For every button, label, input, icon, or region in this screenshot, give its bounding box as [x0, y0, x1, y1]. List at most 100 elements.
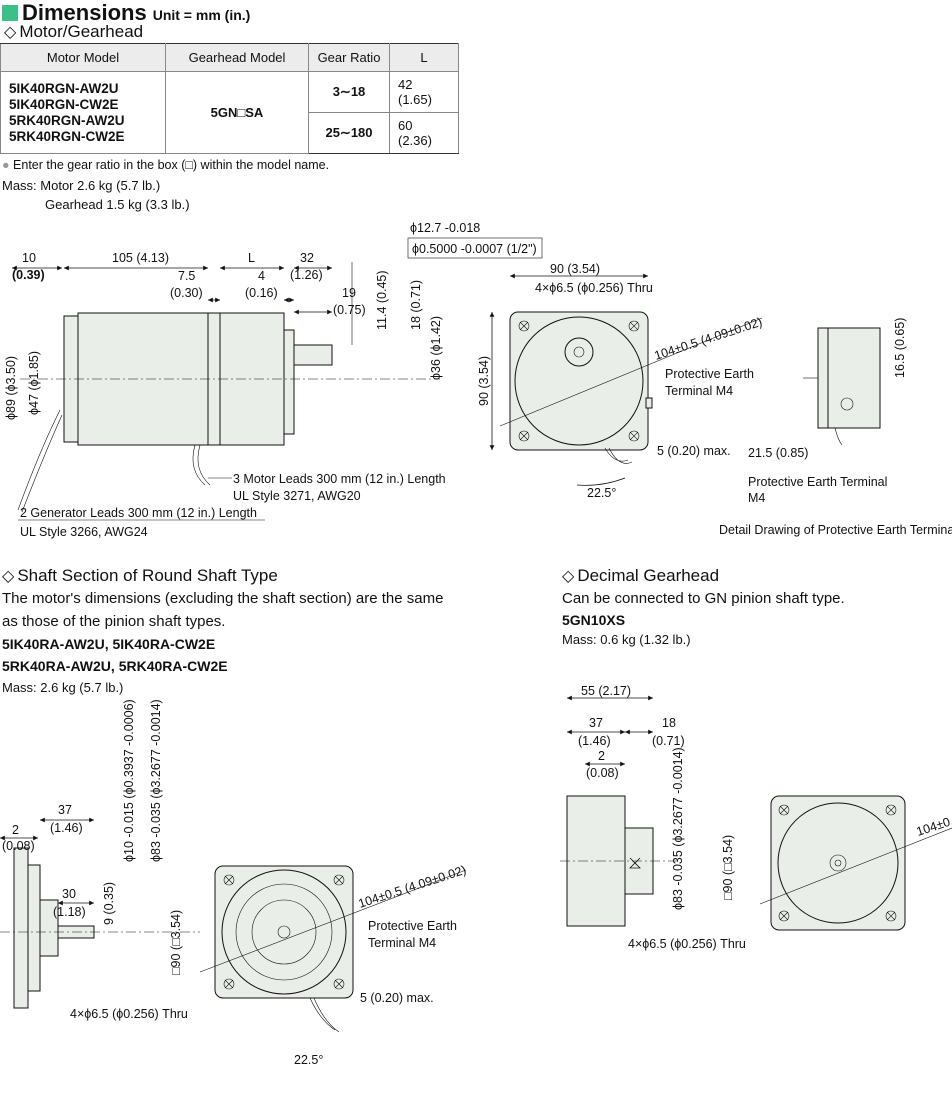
dim-7-5-in: (0.30) — [170, 286, 203, 300]
dim-l: L — [248, 251, 255, 265]
round-shaft-body — [13, 847, 29, 1009]
dg-dim-sq90: □90 (□3.54) — [721, 835, 735, 900]
dim-19-in: (0.75) — [333, 303, 366, 317]
diamond-icon: ◇ — [2, 568, 15, 585]
rs-dim-5: 5 (0.20) max. — [360, 991, 434, 1005]
shaft-boss — [283, 329, 295, 435]
front-angle: 22.5° — [587, 486, 616, 500]
pe-terminal-icon — [645, 397, 653, 409]
dg-holes-label: 4×ϕ6.5 (ϕ0.256) Thru — [628, 937, 746, 951]
table-row: 5IK40RGN-AW2U 5IK40RGN-CW2E 5RK40RGN-AW2… — [0, 71, 459, 154]
inch-bracket — [407, 237, 543, 259]
table-header-row: Motor Model Gearhead Model Gear Ratio L — [0, 43, 459, 72]
rs-angle: 22.5° — [294, 1053, 323, 1067]
rs-dim-sq90: □90 (□3.54) — [169, 910, 183, 975]
front-pe-label: Protective Earth — [665, 367, 754, 381]
gen-leads-style: UL Style 3266, AWG24 — [20, 525, 148, 539]
front-circle — [514, 316, 644, 446]
pe-detail-caption: Detail Drawing of Protective Earth Termi… — [719, 523, 952, 537]
motor-leads-style: UL Style 3271, AWG20 — [233, 489, 361, 503]
dim-105: 105 (4.13) — [112, 251, 169, 265]
decimal-gearhead-mass: Mass: 0.6 kg (1.32 lb.) — [562, 632, 691, 647]
rs-dim-2: 2 — [12, 823, 19, 837]
motor-leads-label: 3 Motor Leads 300 mm (12 in.) Length — [233, 472, 446, 486]
rs-front-dim-104: 104±0.5 (4.09±0.02) — [357, 863, 468, 911]
angle-arc — [576, 477, 626, 486]
pe-detail-label: Protective Earth Terminal — [748, 475, 887, 489]
dim-phi36: ϕ36 (ϕ1.42) — [429, 316, 443, 380]
dg-dim-2: 2 — [598, 749, 605, 763]
gear-ratio-cell: 25∼180 — [308, 112, 390, 154]
front-dim-104: 104±0.5 (4.09±0.02) — [653, 315, 764, 363]
rs-dim-37: 37 — [58, 803, 72, 817]
dg-dim-55: 55 (2.17) — [581, 684, 631, 698]
rs-dim-37-in: (1.46) — [50, 821, 83, 835]
spec-table: Motor Model Gearhead Model Gear Ratio L … — [0, 43, 459, 154]
gearhead-model-cell: 5GN□SA — [165, 71, 309, 154]
rs-dim-9: 9 (0.35) — [102, 882, 116, 925]
dg-dim-37-in: (1.46) — [578, 734, 611, 748]
pe-detail-view: 16.5 (0.65) 21.5 (0.85) Protective Earth… — [719, 318, 952, 537]
generator-leads-icon — [17, 409, 63, 513]
rs-shaft-icon — [277, 925, 291, 939]
dim-11-4: 11.4 (0.45) — [375, 270, 389, 330]
gear-ratio-note: ● Enter the gear ratio in the box (□) wi… — [2, 158, 330, 172]
dim-4-in: (0.16) — [245, 286, 278, 300]
title-text: Dimensions — [22, 0, 147, 25]
dim-19: 19 — [342, 286, 356, 300]
mass-gearhead: Gearhead 1.5 kg (3.3 lb.) — [45, 197, 190, 212]
round-shaft-desc-2: as those of the pinion shaft types. — [2, 613, 226, 630]
th-gear-ratio: Gear Ratio — [308, 43, 390, 72]
table-row: 25∼180 60 (2.36) — [1, 112, 459, 154]
pe-dim-21-5: 21.5 (0.85) — [748, 446, 808, 460]
dim-phi12-7: ϕ12.7 -0.018 — [410, 221, 480, 235]
title-marker — [2, 5, 18, 21]
dg-dim-104: 104±0.5 (4.09±0.02) — [915, 791, 952, 839]
th-l: L — [389, 43, 459, 72]
rs-leads-icon — [309, 997, 340, 1033]
section-heading-motor-gearhead: ◇Motor/Gearhead — [4, 22, 144, 41]
rs-dim-phi83: ϕ83 -0.035 (ϕ3.2677 -0.0014) — [149, 699, 163, 862]
dg-dim-18-in: (0.71) — [652, 734, 685, 748]
round-shaft-mass: Mass: 2.6 kg (5.7 lb.) — [2, 680, 124, 695]
pe-screw-icon — [840, 397, 854, 411]
gear-ratio-cell: 3∼18 — [308, 71, 390, 113]
front-dim-90-side: 90 (3.54) — [477, 356, 491, 406]
motor-leads-icon — [192, 444, 211, 486]
dim-phi89: ϕ89 (ϕ3.50) — [4, 356, 18, 420]
l-cell: 60 (2.36) — [389, 112, 459, 154]
decimal-gearhead-desc: Can be connected to GN pinion shaft type… — [562, 590, 845, 607]
decimal-gearhead-side-view: 55 (2.17) 37 (1.46) 18 (0.71) 2 (0.08) ϕ… — [560, 684, 746, 951]
th-gearhead-model: Gearhead Model — [165, 43, 309, 72]
dg-dim-2-in: (0.08) — [586, 766, 619, 780]
rs-dim-2-in: (0.08) — [2, 839, 35, 853]
diamond-icon: ◇ — [4, 24, 17, 41]
round-shaft-models-1: 5IK40RA-AW2U, 5IK40RA-CW2E — [2, 636, 216, 652]
page-title: Dimensions Unit = mm (in.) — [0, 0, 250, 26]
motor-front-view: 90 (3.54) 4×ϕ6.5 (ϕ0.256) Thru 104±0.5 (… — [477, 262, 764, 500]
front-dim-5: 5 (0.20) max. — [657, 444, 731, 458]
rs-dim-30-in: (1.18) — [53, 905, 86, 919]
section-heading-decimal-gearhead: ◇Decimal Gearhead — [562, 566, 720, 585]
dim-18: 18 (0.71) — [409, 280, 423, 330]
dg-shaft-circle-icon — [829, 854, 847, 872]
front-holes-label: 4×ϕ6.5 (ϕ0.256) Thru — [535, 281, 653, 295]
pe-detail-body — [827, 327, 881, 429]
shaft-circle — [564, 337, 594, 367]
round-shaft-side-view: 2 (0.08) 37 (1.46) 30 (1.18) 9 (0.35) ϕ1… — [0, 699, 200, 1021]
unit-label: Unit = mm (in.) — [152, 7, 251, 23]
dg-shaft-icon — [629, 857, 641, 869]
dim-32-in: (1.26) — [290, 268, 323, 282]
gen-leads-label: 2 Generator Leads 300 mm (12 in.) Length — [20, 506, 257, 520]
dim-phi0-5: ϕ0.5000 -0.0007 (1/2") — [412, 242, 537, 256]
rs-mount-hole-icons — [223, 874, 345, 990]
front-dim-90: 90 (3.54) — [550, 262, 600, 276]
rs-pe-label-2: Terminal M4 — [368, 936, 436, 950]
rs-dim-30: 30 — [62, 887, 76, 901]
diamond-icon: ◇ — [562, 568, 575, 585]
dim-4: 4 — [258, 269, 265, 283]
decimal-gearhead-model: 5GN10XS — [562, 612, 626, 628]
pe-detail-label-2: M4 — [748, 491, 765, 505]
pe-dim-16-5: 16.5 (0.65) — [893, 318, 907, 378]
